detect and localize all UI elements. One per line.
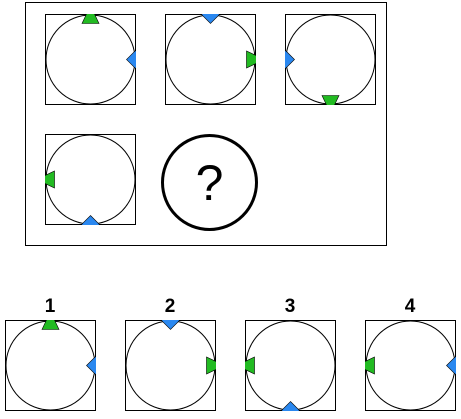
option-4-svg bbox=[365, 320, 456, 411]
missing-tile-question-mark: ? bbox=[161, 134, 258, 231]
sequence-tile-4 bbox=[45, 134, 136, 225]
option-1-svg bbox=[5, 320, 96, 411]
sequence-tile-3-triangle-icon bbox=[321, 95, 340, 105]
option-3-diamond-icon bbox=[281, 401, 300, 411]
option-3-square bbox=[245, 320, 336, 411]
option-2-label: 2 bbox=[164, 296, 176, 317]
sequence-tile-1 bbox=[45, 14, 136, 105]
option-2-svg bbox=[125, 320, 216, 411]
sequence-tile-4-triangle-icon bbox=[45, 170, 55, 189]
option-3-label: 3 bbox=[284, 296, 296, 317]
option-4-diamond-icon bbox=[446, 356, 456, 375]
sequence-tile-3 bbox=[285, 14, 376, 105]
option-1-label: 1 bbox=[44, 296, 56, 317]
sequence-tile-1-triangle-icon bbox=[81, 14, 100, 24]
option-4-label: 4 bbox=[404, 296, 416, 317]
sequence-tile-2-square bbox=[165, 14, 256, 105]
sequence-tile-2 bbox=[165, 14, 256, 105]
sequence-tile-2-svg bbox=[165, 14, 256, 105]
option-2-diamond-icon bbox=[161, 320, 180, 330]
option-2-tile[interactable] bbox=[125, 320, 216, 411]
sequence-tile-1-diamond-icon bbox=[126, 50, 136, 69]
sequence-tile-2-diamond-icon bbox=[201, 14, 220, 24]
sequence-tile-3-diamond-icon bbox=[285, 50, 295, 69]
sequence-tile-2-triangle-icon bbox=[246, 50, 256, 69]
puzzle-frame bbox=[25, 2, 387, 246]
option-4-tile[interactable] bbox=[365, 320, 456, 411]
sequence-tile-4-svg bbox=[45, 134, 136, 225]
option-1-triangle-icon bbox=[41, 320, 60, 330]
option-1-diamond-icon bbox=[86, 356, 96, 375]
option-3-svg bbox=[245, 320, 336, 411]
option-3-tile[interactable] bbox=[245, 320, 336, 411]
option-4-triangle-icon bbox=[365, 356, 375, 375]
sequence-tile-1-svg bbox=[45, 14, 136, 105]
option-2-square bbox=[125, 320, 216, 411]
sequence-tile-3-svg bbox=[285, 14, 376, 105]
question-mark-text: ? bbox=[195, 154, 224, 211]
option-3-triangle-icon bbox=[245, 356, 255, 375]
option-2-triangle-icon bbox=[206, 356, 216, 375]
sequence-tile-4-square bbox=[45, 134, 136, 225]
option-1-tile[interactable] bbox=[5, 320, 96, 411]
sequence-tile-4-diamond-icon bbox=[81, 215, 100, 225]
